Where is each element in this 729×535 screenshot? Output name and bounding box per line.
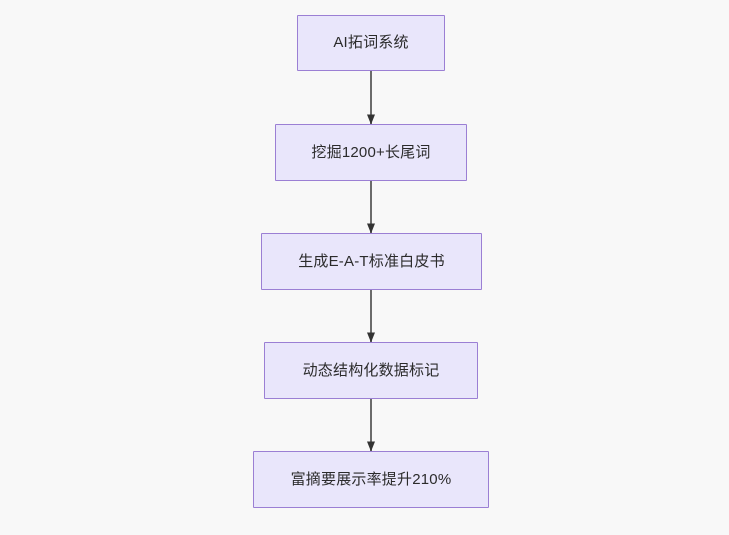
flowchart-node-ai-keyword-system[interactable]: AI拓词系统 [297, 15, 445, 71]
node-label: 挖掘1200+长尾词 [311, 143, 431, 161]
flowchart-node-dynamic-structured-data-markup[interactable]: 动态结构化数据标记 [264, 342, 478, 399]
flowchart-node-mine-longtail-keywords[interactable]: 挖掘1200+长尾词 [275, 124, 467, 181]
flowchart-node-rich-snippet-impression-lift[interactable]: 富摘要展示率提升210% [253, 451, 489, 508]
node-label: 动态结构化数据标记 [302, 361, 440, 379]
node-label: 生成E-A-T标准白皮书 [298, 252, 445, 270]
node-label: AI拓词系统 [333, 34, 409, 52]
node-label: 富摘要展示率提升210% [290, 470, 452, 488]
flowchart-node-generate-eat-whitepaper[interactable]: 生成E-A-T标准白皮书 [261, 233, 482, 290]
